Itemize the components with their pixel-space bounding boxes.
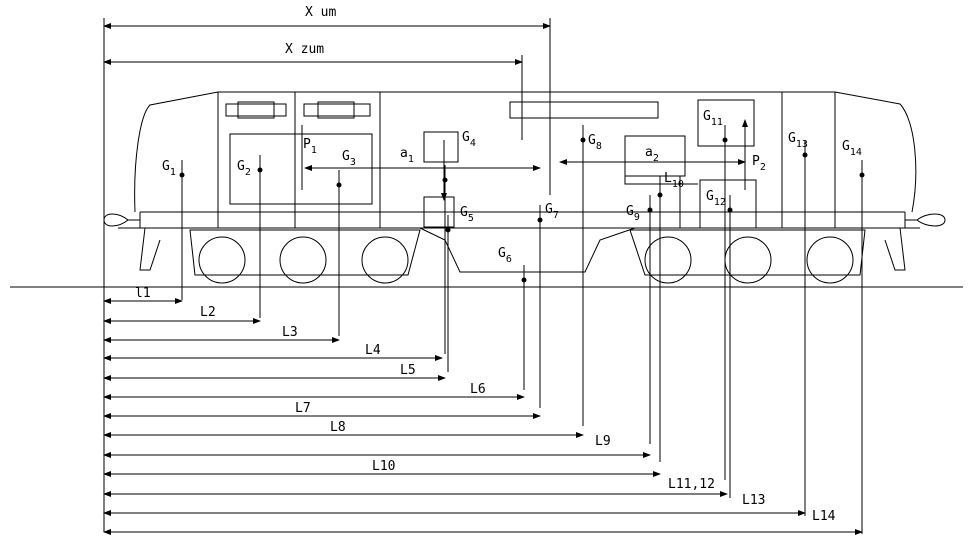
cg-point — [442, 177, 448, 183]
box-g5 — [423, 196, 455, 228]
dim-label-l8: L8 — [330, 420, 346, 435]
cg-point — [521, 277, 527, 283]
wheel — [806, 236, 854, 284]
box-g4 — [423, 131, 459, 163]
label-g5: G5 — [460, 205, 474, 224]
dim-label-l9: L9 — [595, 434, 611, 449]
label-g4: G4 — [462, 130, 476, 149]
dim-label-l14: L14 — [812, 509, 836, 524]
label-subscript: 2 — [245, 167, 251, 178]
cg-point — [445, 227, 451, 233]
label-p1: P1 — [303, 137, 317, 156]
label-subscript: 2 — [653, 153, 659, 164]
label-l10-inner: L10 — [664, 171, 684, 190]
dim-label-l5: L5 — [400, 363, 416, 378]
label-g7: G7 — [545, 202, 559, 221]
cg-point — [802, 152, 808, 158]
wheel — [279, 236, 327, 284]
cg-point — [657, 192, 663, 198]
label-g14: G14 — [842, 139, 862, 158]
dim-label-l7: L7 — [295, 401, 311, 416]
label-subscript: 1 — [311, 145, 317, 156]
label-subscript: 3 — [350, 157, 356, 168]
cg-point — [859, 172, 865, 178]
label-subscript: 11 — [711, 117, 723, 128]
label-subscript: 6 — [506, 254, 512, 265]
label-subscript: 1 — [408, 154, 414, 165]
box-g12 — [699, 179, 757, 229]
label-subscript: 7 — [553, 210, 559, 221]
label-subscript: 5 — [468, 213, 474, 224]
top-dim-label: X zum — [285, 42, 324, 57]
label-subscript: 12 — [714, 197, 726, 208]
cg-point — [179, 172, 185, 178]
wheel — [198, 236, 246, 284]
label-g11: G11 — [703, 109, 723, 128]
cg-point — [727, 207, 733, 213]
cg-point — [336, 182, 342, 188]
label-subscript: 10 — [672, 179, 684, 190]
buffer-right — [904, 212, 946, 228]
cg-point — [722, 137, 728, 143]
wheel — [361, 236, 409, 284]
label-g9: G9 — [626, 204, 640, 223]
label-g12: G12 — [706, 189, 726, 208]
buffer-left — [103, 212, 141, 228]
label-g2: G2 — [237, 159, 251, 178]
dim-label-l1112: L11,12 — [668, 477, 715, 492]
cg-point — [647, 207, 653, 213]
bogie-left — [189, 229, 421, 276]
dim-label-l13: L13 — [742, 493, 765, 508]
top-dim-label: X um — [305, 5, 336, 20]
dim-label-l1: l1 — [135, 286, 151, 301]
label-subscript: 13 — [796, 139, 808, 150]
label-g1: G1 — [162, 159, 176, 178]
cg-point — [580, 137, 586, 143]
dim-label-l3: L3 — [282, 325, 298, 340]
label-subscript: 8 — [596, 141, 602, 152]
label-g13: G13 — [788, 131, 808, 150]
label-a1: a1 — [400, 146, 414, 165]
label-subscript: 4 — [470, 138, 476, 149]
wheel — [724, 236, 772, 284]
box-g11 — [697, 99, 755, 147]
dim-label-l10: L10 — [372, 459, 395, 474]
label-subscript: 9 — [634, 212, 640, 223]
dim-label-l4: L4 — [365, 343, 381, 358]
dim-label-l6: L6 — [470, 382, 486, 397]
label-subscript: 14 — [850, 147, 862, 158]
label-g8: G8 — [588, 133, 602, 152]
label-p2: P2 — [752, 154, 766, 173]
loco-body — [134, 91, 917, 213]
fuel-tank — [419, 227, 636, 273]
cg-point — [537, 217, 543, 223]
label-g3: G3 — [342, 149, 356, 168]
label-subscript: 2 — [760, 162, 766, 173]
dim-label-l2: L2 — [200, 305, 216, 320]
cg-point — [257, 167, 263, 173]
label-g6: G6 — [498, 246, 512, 265]
bogie-right — [629, 229, 866, 276]
label-subscript: 1 — [170, 167, 176, 178]
wheel — [644, 236, 692, 284]
label-a2: a2 — [645, 145, 659, 164]
